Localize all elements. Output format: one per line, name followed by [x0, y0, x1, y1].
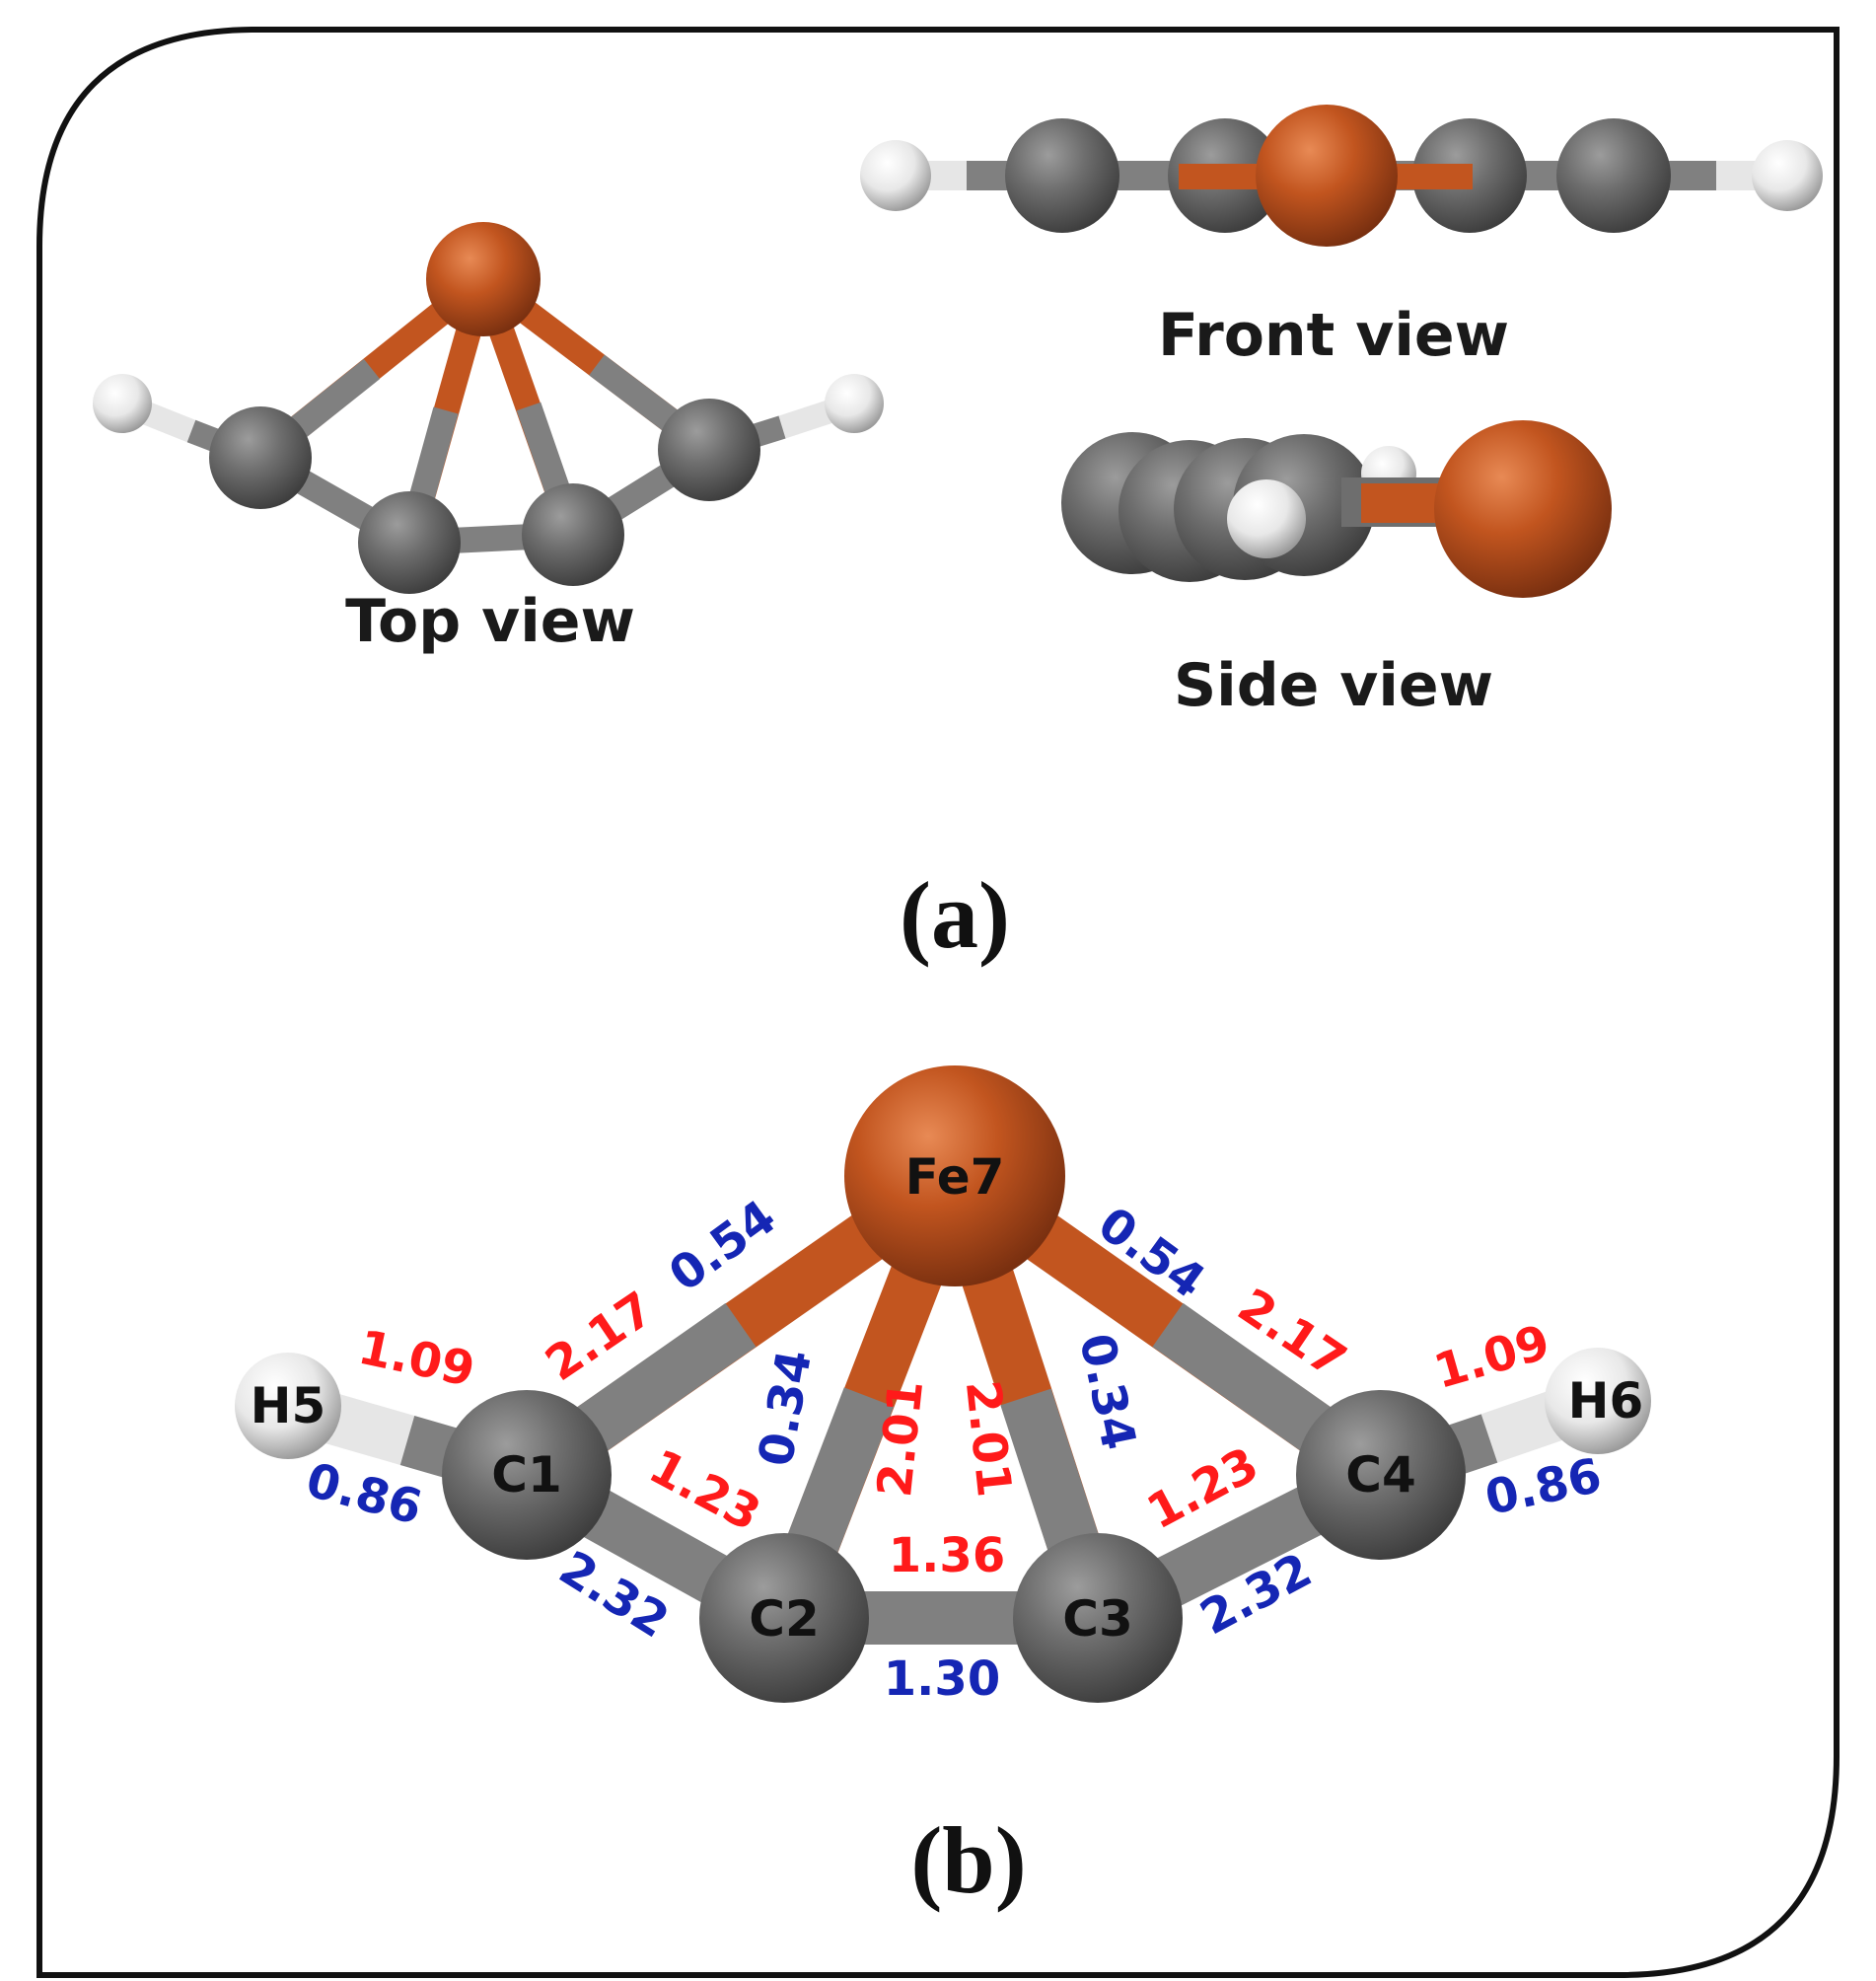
atom-c4 [1296, 1390, 1466, 1560]
atom-h6 [1545, 1348, 1651, 1454]
label-c2: C2 [749, 1590, 819, 1648]
labeled-structure [235, 1065, 1651, 1703]
atom-h5 [235, 1353, 341, 1459]
red-c1-h5: 1.09 [354, 1320, 479, 1398]
atom-c1 [442, 1390, 612, 1560]
blue-fe-c3: 0.34 [1068, 1329, 1146, 1454]
side-view-structure [1061, 420, 1612, 598]
panel-a-label: (a) [900, 862, 1010, 968]
label-c4: C4 [1345, 1446, 1415, 1504]
atom-c2 [699, 1533, 869, 1703]
top-view-structure [93, 222, 884, 594]
red-fe-c3: 2.01 [955, 1378, 1022, 1501]
red-c2-c3: 1.36 [889, 1528, 1005, 1583]
blue-c2-c3: 1.30 [884, 1651, 1000, 1707]
front-view-structure [860, 105, 1823, 247]
top-view-label: Top view [345, 587, 635, 656]
blue-fe-c2: 0.34 [748, 1346, 823, 1470]
label-h5: H5 [251, 1377, 326, 1434]
label-c3: C3 [1062, 1590, 1132, 1648]
label-fe7: Fe7 [905, 1148, 1005, 1206]
figure-frame [36, 27, 1840, 1978]
label-c1: C1 [491, 1446, 561, 1504]
label-h6: H6 [1568, 1372, 1644, 1430]
red-fe-c2: 2.01 [867, 1378, 934, 1501]
red-c4-h6: 1.09 [1428, 1314, 1555, 1399]
panel-b-label: (b) [910, 1807, 1026, 1913]
front-view-label: Front view [1158, 301, 1509, 370]
side-view-label: Side view [1174, 651, 1493, 720]
atom-c3 [1013, 1533, 1183, 1703]
atom-fe7 [844, 1065, 1065, 1286]
